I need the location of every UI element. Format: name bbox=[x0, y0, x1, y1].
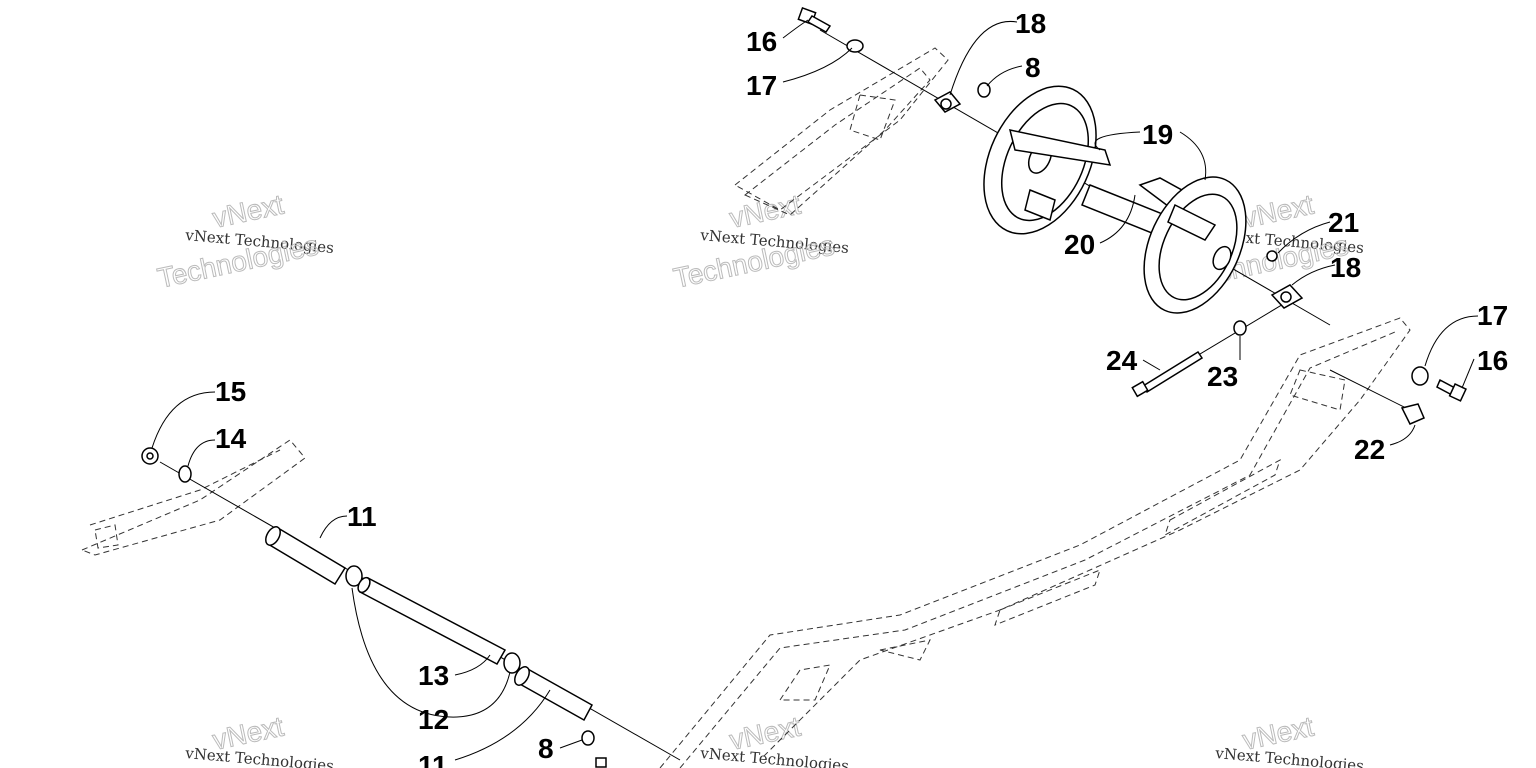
callout-16-right: 16 bbox=[1477, 345, 1508, 376]
right-bolt-axis bbox=[1329, 369, 1411, 411]
callout-13: 13 bbox=[418, 660, 449, 691]
spacer-tube-11-right bbox=[514, 666, 594, 722]
callout-8-bottom: 8 bbox=[538, 733, 554, 764]
callout-19: 19 bbox=[1142, 119, 1173, 150]
fastener-bottom bbox=[595, 757, 607, 768]
left-rail-fragment-outline bbox=[80, 439, 306, 556]
watermark-top-center: vNext vNext Technologies Technologies bbox=[670, 188, 849, 294]
callout-18-top: 18 bbox=[1015, 8, 1046, 39]
watermark-bottom-center: vNext vNext Technologies bbox=[699, 710, 850, 768]
upper-left-rail-outline bbox=[734, 47, 949, 216]
spacer-23 bbox=[1233, 320, 1247, 336]
watermark-text: vNext Technologies bbox=[184, 744, 335, 768]
washer-14 bbox=[178, 465, 192, 483]
watermark-text: vNext Technologies bbox=[1214, 744, 1365, 768]
snap-ring-12-right bbox=[503, 652, 521, 674]
spacer-tube-11-left bbox=[265, 526, 347, 586]
watermark-text: vNext Technologies bbox=[699, 744, 850, 768]
idler-wheel-right bbox=[1143, 176, 1247, 314]
callout-16-top: 16 bbox=[746, 26, 777, 57]
spacer-8-top bbox=[977, 82, 991, 98]
callout-8-top: 8 bbox=[1025, 52, 1041, 83]
callout-15: 15 bbox=[215, 376, 246, 407]
callout-11-bottom: 11 bbox=[418, 750, 448, 768]
callout-24: 24 bbox=[1106, 345, 1138, 376]
bolt-24 bbox=[1131, 350, 1204, 398]
nut-21 bbox=[1266, 250, 1278, 262]
bearing-18-bottom bbox=[1270, 284, 1304, 309]
watermark-bottom-left: vNext vNext Technologies bbox=[184, 710, 335, 768]
watermark-bottom-right: vNext vNext Technologies bbox=[1214, 710, 1365, 768]
shaft-13 bbox=[357, 576, 507, 666]
cap-22 bbox=[1400, 403, 1425, 425]
callout-12: 12 bbox=[418, 704, 449, 735]
callout-18-bottom: 18 bbox=[1330, 252, 1361, 283]
watermark-logo-text: vNext bbox=[1240, 189, 1317, 234]
callout-23: 23 bbox=[1207, 361, 1238, 392]
callout-17-top: 17 bbox=[746, 70, 777, 101]
spacer-8-bottom bbox=[581, 730, 595, 746]
callout-21: 21 bbox=[1328, 207, 1359, 238]
washer-17-right bbox=[1411, 366, 1429, 386]
bolt-16-top bbox=[797, 7, 832, 33]
bearing-18-top bbox=[933, 91, 962, 113]
bolt-16-right bbox=[1436, 378, 1467, 402]
callout-22: 22 bbox=[1354, 434, 1385, 465]
lock-nut-15 bbox=[141, 447, 159, 465]
idler-wheel-left bbox=[983, 85, 1112, 235]
snap-ring-12-left bbox=[345, 565, 363, 587]
watermark-top-left: vNext vNext Technologies Technologies bbox=[154, 188, 334, 294]
watermark-logo-text: vNext bbox=[727, 189, 804, 234]
callout-11-top: 11 bbox=[347, 501, 377, 532]
callout-17-right: 17 bbox=[1477, 300, 1508, 331]
callout-20: 20 bbox=[1064, 229, 1095, 260]
watermark-logo-text: vNext bbox=[210, 189, 287, 234]
leader-lines bbox=[151, 19, 1479, 761]
callout-14: 14 bbox=[215, 423, 247, 454]
main-slide-rail-outline bbox=[659, 317, 1411, 768]
